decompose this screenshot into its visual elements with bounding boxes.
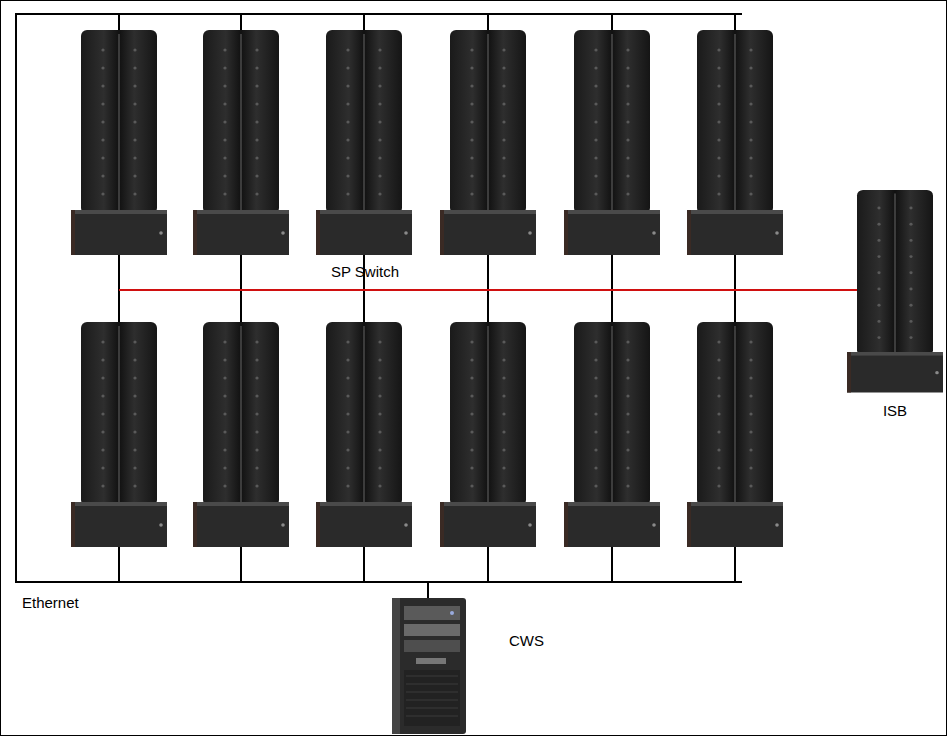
network-label: Ethernet bbox=[22, 594, 79, 612]
frame-label: ISB bbox=[883, 402, 907, 420]
workstation-label: CWS bbox=[509, 632, 544, 650]
node-text: ISB bbox=[883, 402, 907, 420]
node-text: CWS bbox=[509, 632, 544, 650]
bus-label: SP Switch bbox=[331, 263, 399, 281]
